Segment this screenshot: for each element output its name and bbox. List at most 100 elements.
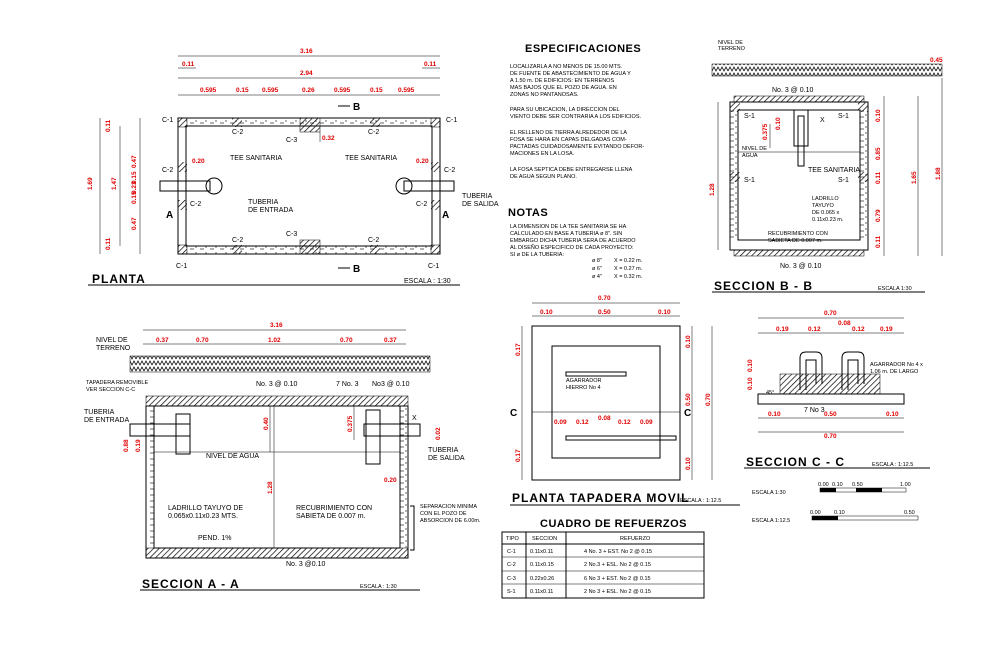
column-label: C-2 xyxy=(368,129,379,136)
column-label: C-2 xyxy=(444,167,455,174)
recubrimiento-label: SABIETA DE 0.007 m. xyxy=(296,513,366,520)
scale-tick: 0.50 xyxy=(852,482,863,488)
nivel-terreno-label: TERRENO xyxy=(96,345,131,352)
tapadera-label: TAPADERA REMOVIBLE xyxy=(86,380,148,386)
dim: 0.40 xyxy=(263,417,270,430)
nota-line: AL DISEÑO ESPECIFICO DE CADA PROYECTO: xyxy=(510,244,634,251)
column-label: C-1 xyxy=(176,263,187,270)
table-row: C-2 0.11x0.15 2 No.3 + ESL. No 2 @ 0.15 xyxy=(507,562,651,568)
x-label: X xyxy=(412,415,417,422)
x-label: X xyxy=(820,117,825,124)
dim: 0.11 xyxy=(875,235,882,248)
dim: 0.26 xyxy=(302,87,315,94)
spec-line: LOCALIZARLA A NO MENOS DE 15.00 MTS. xyxy=(510,64,623,70)
dim: 0.595 xyxy=(334,87,351,94)
table-cell: 0.22x0.26 xyxy=(530,576,554,582)
scale-tick: 0.10 xyxy=(832,482,843,488)
dim: 0.32 xyxy=(322,135,335,142)
seccion-aa-scale: ESCALA : 1:30 xyxy=(360,584,397,590)
scale-tick: 0.00 xyxy=(818,482,829,488)
nota-diameter: ø 4" xyxy=(592,274,602,280)
tapadera-scale: ESCALA : 1:12.5 xyxy=(680,498,721,504)
dim: 0.17 xyxy=(515,343,522,356)
cuadro-refuerzos: CUADRO DE REFUERZOS TIPO SECCION REFUERZ… xyxy=(501,518,705,599)
rebar-label: No3 @ 0.10 xyxy=(372,381,410,388)
rebar-label: No. 3 @ 0.10 xyxy=(780,263,821,270)
dim: 1.28 xyxy=(267,481,274,494)
nota-line: CALCULADO EN BASE A TUBERIA ø 8". SIN xyxy=(510,231,622,237)
column-label: C-3 xyxy=(286,137,297,144)
table-row: C-3 0.22x0.26 6 No 3 + EST. No 2 @ 0.15 xyxy=(507,576,651,582)
scale-tick: 1.00 xyxy=(900,482,911,488)
dim: 0.08 xyxy=(598,415,611,422)
column-label: C-1 xyxy=(428,263,439,270)
dim: 0.15 xyxy=(236,87,249,94)
especificaciones-block: ESPECIFICACIONES LOCALIZARLA A NO MENOS … xyxy=(508,43,644,280)
dim: 0.70 xyxy=(705,393,712,406)
spec-line: A 1.50 m. DE EDIFICIOS: EN TERRENOS xyxy=(510,78,614,84)
table-cell: 2 No.3 + ESL. No 2 @ 0.15 xyxy=(584,562,651,568)
pendiente-label: PEND. 1% xyxy=(198,535,231,542)
table-cell: 2 No 3 + ESL. No 2 @ 0.15 xyxy=(584,589,651,595)
dim: 0.11 xyxy=(424,61,437,68)
dim: 0.10 xyxy=(775,117,782,130)
dim: 1.88 xyxy=(935,167,942,180)
table-cell: 0.11x0.11 xyxy=(530,549,553,555)
spec-line: MAS BAJOS QUE EL POZO DE AGUA. EN xyxy=(510,85,617,91)
dim: 0.10 xyxy=(540,309,553,316)
nivel-agua-label: AGUA xyxy=(742,153,758,159)
spec-line: PACTADAS CUIDADOSAMENTE EVITANDO DEFOR- xyxy=(510,144,644,150)
cut-label: B xyxy=(353,264,360,275)
dim: 0.47 xyxy=(131,217,138,230)
nivel-terreno-label: TERRENO xyxy=(718,46,746,52)
recubrimiento-label: RECUBRIMIENTO CON xyxy=(768,231,828,237)
dim: 0.12 xyxy=(808,326,821,333)
table-cell: 0.11x0.11 xyxy=(530,589,553,595)
dim: 0.70 xyxy=(196,337,209,344)
dim: 0.17 xyxy=(515,449,522,462)
spec-line: MACIONES EN LA LOSA. xyxy=(510,151,575,157)
rebar-label: 7 No. 3 xyxy=(336,381,359,388)
dim: 0.37 xyxy=(156,337,169,344)
table-header: REFUERZO xyxy=(620,536,651,542)
dim: 0.15 xyxy=(370,87,383,94)
dim-total: 3.16 xyxy=(300,48,313,55)
table-row: C-1 0.11x0.11 4 No. 3 + EST. No 2 @ 0.15 xyxy=(507,549,652,555)
nota-value: X = 0.32 m. xyxy=(614,274,643,280)
dim: 0.47 xyxy=(131,155,138,168)
seccion-bb-title: SECCION B - B xyxy=(714,279,813,293)
planta-title: PLANTA xyxy=(92,272,146,286)
dim: 1.65 xyxy=(911,171,918,184)
dim: 0.23 xyxy=(131,181,138,194)
cut-label: C xyxy=(684,408,691,419)
table-cell: 0.11x0.15 xyxy=(530,562,554,568)
scale-tick: 0.10 xyxy=(834,510,845,516)
dim: 1.02 xyxy=(268,337,281,344)
pipe-in-label: DE ENTRADA xyxy=(84,417,129,424)
dim: 0.11 xyxy=(875,171,882,184)
planta-tapadera-view: 0.70 0.10 0.50 0.10 AGARRADOR HIERRO No … xyxy=(510,295,740,506)
pipe-out-label: DE SALIDA xyxy=(462,201,499,208)
dim: 0.19 xyxy=(880,326,893,333)
column-label: C-2 xyxy=(416,201,427,208)
nota-value: X = 0.22 m. xyxy=(614,258,643,264)
nivel-terreno-label: NIVEL DE xyxy=(718,40,743,46)
dim: 1.47 xyxy=(111,177,118,190)
graphic-scales: ESCALA 1:30 0.00 0.10 0.50 1.00 ESCALA 1… xyxy=(752,482,919,524)
dim: 0.11 xyxy=(105,119,112,132)
cut-label: A xyxy=(442,210,449,221)
dim: 0.70 xyxy=(824,310,837,317)
spec-line: DE FUENTE DE ABASTECIMIENTO DE AGUA Y xyxy=(510,71,631,77)
notas-title: NOTAS xyxy=(508,207,548,219)
spec-line: LA FOSA SEPTICA DEBE ENTREGARSE LLENA xyxy=(510,167,633,173)
tapadera-label: VER SECCION C-C xyxy=(86,387,135,393)
dim: 0.595 xyxy=(200,87,217,94)
dim: 0.50 xyxy=(685,393,692,406)
tee-label: TEE SANITARIA xyxy=(808,167,860,174)
table-header: TIPO xyxy=(506,536,520,542)
seccion-bb-view: NIVEL DE TERRENO 0.45 No. 3 @ 0.10 S-1 S… xyxy=(709,40,943,293)
rebar-label: No. 3 @ 0.10 xyxy=(256,381,297,388)
dim: 0.11 xyxy=(105,237,112,250)
dim: 0.10 xyxy=(685,335,692,348)
recubrimiento-label: SABIETA DE 0.007 m. xyxy=(768,238,823,244)
